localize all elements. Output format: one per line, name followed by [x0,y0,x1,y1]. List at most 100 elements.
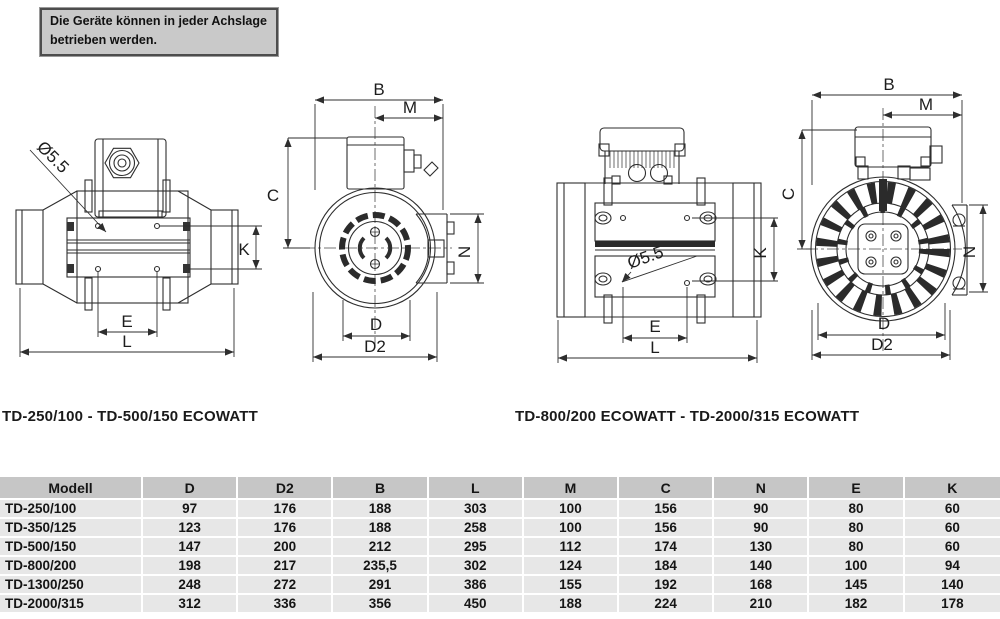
value-cell: 60 [904,538,1000,557]
column-header: D [143,477,239,500]
value-cell: 210 [714,595,810,614]
model-cell: TD-350/125 [0,519,144,538]
dim-label-hole-diameter: Ø5.5 [33,137,72,176]
column-header: B [333,477,429,500]
note-line-2: betrieben werden. [50,32,157,47]
value-cell: 60 [904,500,1000,519]
dim-label-d2: D2 [871,335,893,354]
dim-label-b: B [373,80,384,99]
drawing-small-fan-front-view: B M C N D D2 [267,80,484,362]
value-cell: 60 [904,519,1000,538]
value-cell: 156 [619,519,715,538]
caption-small-models: TD-250/100 - TD-500/150 ECOWATT [2,408,258,425]
value-cell: 123 [143,519,239,538]
value-cell: 80 [809,500,905,519]
value-cell: 90 [714,500,810,519]
caption-large-models: TD-800/200 ECOWATT - TD-2000/315 ECOWATT [515,408,860,425]
note-box: Die Geräte können in jeder Achslage betr… [40,8,278,56]
model-cell: TD-250/100 [0,500,144,519]
value-cell: 386 [428,576,524,595]
value-cell: 235,5 [333,557,429,576]
value-cell: 312 [143,595,239,614]
column-header: Modell [0,477,144,500]
dim-label-l: L [650,338,659,357]
value-cell: 184 [619,557,715,576]
value-cell: 124 [523,557,620,576]
technical-drawings: Ø5.5 K E L [15,75,988,363]
note-line-1: Die Geräte können in jeder Achslage [50,14,267,28]
value-cell: 112 [523,538,620,557]
value-cell: 176 [238,500,334,519]
dim-label-c: C [779,188,798,200]
model-cell: TD-1300/250 [0,576,144,595]
value-cell: 100 [523,519,620,538]
value-cell: 90 [714,519,810,538]
value-cell: 176 [238,519,334,538]
dim-label-c: C [267,186,279,205]
value-cell: 356 [333,595,429,614]
value-cell: 291 [333,576,429,595]
column-header: D2 [238,477,334,500]
value-cell: 130 [714,538,810,557]
column-header: L [428,477,524,500]
dim-label-k: K [751,247,770,259]
value-cell: 217 [238,557,334,576]
dim-label-n: N [960,246,979,258]
dim-label-e: E [121,312,132,331]
hex-gland-icon [104,147,140,179]
dim-label-d: D [878,314,890,333]
value-cell: 188 [333,500,429,519]
value-cell: 198 [143,557,239,576]
value-cell: 302 [428,557,524,576]
value-cell: 336 [238,595,334,614]
dim-label-m: M [919,95,933,114]
dim-label-b: B [883,75,894,94]
value-cell: 272 [238,576,334,595]
value-cell: 182 [809,595,905,614]
dim-label-e: E [649,317,660,336]
column-header: K [904,477,1000,500]
column-header: E [809,477,905,500]
drawing-large-fan-side-view: Ø5.5 K E L [556,127,778,363]
model-cell: TD-2000/315 [0,595,144,614]
value-cell: 140 [904,576,1000,595]
value-cell: 80 [809,519,905,538]
dim-label-n: N [455,246,474,258]
value-cell: 248 [143,576,239,595]
value-cell: 258 [428,519,524,538]
value-cell: 178 [904,595,1000,614]
column-header: C [619,477,715,500]
value-cell: 97 [143,500,239,519]
value-cell: 94 [904,557,1000,576]
value-cell: 200 [238,538,334,557]
value-cell: 140 [714,557,810,576]
value-cell: 80 [809,538,905,557]
model-cell: TD-800/200 [0,557,144,576]
value-cell: 212 [333,538,429,557]
model-cell: TD-500/150 [0,538,144,557]
value-cell: 155 [523,576,620,595]
value-cell: 174 [619,538,715,557]
dim-label-d2: D2 [364,337,386,356]
column-header: N [714,477,810,500]
drawing-large-fan-front-view: B M C N D D2 [779,75,988,360]
value-cell: 100 [523,500,620,519]
value-cell: 303 [428,500,524,519]
value-cell: 147 [143,538,239,557]
value-cell: 188 [523,595,620,614]
dim-label-m: M [403,98,417,117]
value-cell: 100 [809,557,905,576]
value-cell: 450 [428,595,524,614]
value-cell: 224 [619,595,715,614]
value-cell: 145 [809,576,905,595]
value-cell: 168 [714,576,810,595]
